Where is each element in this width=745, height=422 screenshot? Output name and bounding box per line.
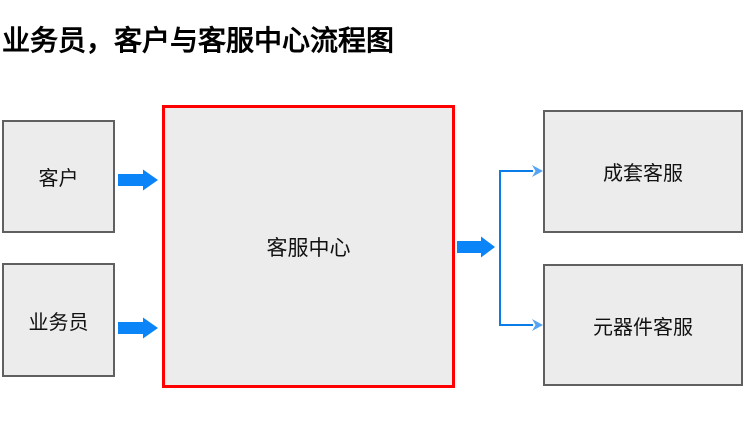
- node-complete-set-service-label: 成套客服: [603, 163, 683, 185]
- node-component-service-label: 元器件客服: [593, 316, 693, 339]
- node-salesperson-label: 业务员: [28, 311, 89, 334]
- node-component-service: 元器件客服: [543, 264, 743, 386]
- arrow-service-center-out-icon: [457, 236, 495, 258]
- diagram-title: 业务员，客户与客服中心流程图: [2, 26, 395, 57]
- arrowhead-to-complete-set-icon: [532, 165, 543, 177]
- arrow-customer-to-service-center-icon: [118, 169, 158, 191]
- connector-service-center-branch: [499, 165, 543, 331]
- arrow-salesperson-to-service-center-icon: [118, 317, 158, 339]
- node-customer-label: 客户: [38, 168, 79, 190]
- arrowhead-to-component-icon: [532, 319, 543, 331]
- node-customer: 客户: [2, 120, 115, 233]
- node-complete-set-service: 成套客服: [543, 110, 743, 233]
- node-service-center: 客服中心: [162, 105, 455, 388]
- node-salesperson: 业务员: [2, 263, 115, 377]
- node-service-center-label: 客服中心: [266, 235, 351, 260]
